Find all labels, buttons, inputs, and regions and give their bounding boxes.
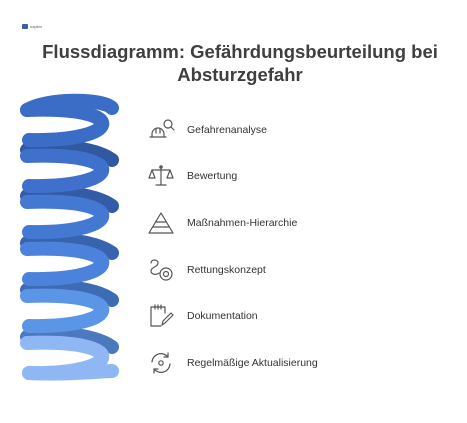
brand-logo: napkin <box>22 24 42 29</box>
step-label: Maßnahmen-Hierarchie <box>187 217 298 229</box>
step-regelmaessige-aktualisierung: Regelmäßige Aktualisierung <box>146 349 318 377</box>
hard-hat-magnifier-icon <box>146 116 176 144</box>
spiral-front-stroke <box>20 194 110 240</box>
pyramid-icon <box>146 209 176 237</box>
spiral-front-stroke <box>20 148 110 194</box>
rescue-rope-icon <box>146 256 176 284</box>
step-rettungskonzept: Rettungskonzept <box>146 256 266 284</box>
spiral-back-strokes <box>20 139 119 354</box>
spiral-back-stroke <box>20 139 119 167</box>
step-label: Gefahrenanalyse <box>187 124 267 136</box>
diagram-title: Flussdiagramm: Gefährdungsbeurteilung be… <box>42 41 438 85</box>
logo-text: napkin <box>30 24 42 29</box>
spiral-end-stroke <box>22 364 119 381</box>
spiral-back-stroke <box>20 326 119 354</box>
spiral-back-stroke <box>20 279 119 307</box>
spiral-front-stroke <box>20 102 110 148</box>
step-dokumentation: Dokumentation <box>146 302 258 330</box>
balance-scale-icon <box>146 162 176 190</box>
spiral-back-stroke <box>20 232 119 260</box>
step-label: Regelmäßige Aktualisierung <box>187 357 318 369</box>
spiral-front-stroke <box>20 241 110 287</box>
step-bewertung: Bewertung <box>146 162 237 190</box>
step-label: Dokumentation <box>187 310 258 322</box>
refresh-cycle-icon <box>146 349 176 377</box>
step-gefahrenanalyse: Gefahrenanalyse <box>146 116 267 144</box>
step-massnahmen-hierarchie: Maßnahmen-Hierarchie <box>146 209 297 237</box>
step-label: Bewertung <box>187 170 238 182</box>
step-label: Rettungskonzept <box>187 264 266 276</box>
spiral-front-stroke <box>20 288 110 334</box>
spiral-front-strokes <box>20 93 119 381</box>
spiral-back-stroke <box>20 185 119 213</box>
logo-mark-icon <box>22 24 28 29</box>
notepad-pencil-icon <box>146 302 176 330</box>
